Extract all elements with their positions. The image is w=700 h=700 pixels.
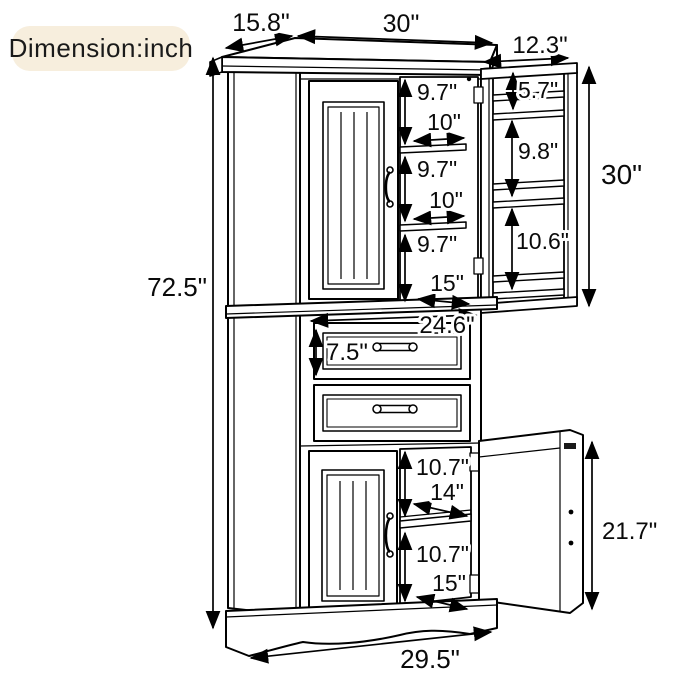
dim-top-width: 30"	[383, 10, 420, 38]
upper-left-door	[308, 80, 399, 300]
door-rail	[492, 179, 565, 191]
unit-badge: Dimension:inch	[9, 26, 193, 71]
dim-upper-gap-2: 9.7"	[417, 156, 457, 182]
drawer-1-handle	[372, 342, 418, 352]
left-side-panel	[227, 63, 301, 617]
dim-upper-door-width: 12.3"	[512, 32, 567, 59]
dim-line-upper-shelf-width-2	[412, 209, 466, 226]
dim-lower-shelf-width: 14"	[430, 479, 464, 505]
dim-base-width: 29.5"	[400, 644, 460, 674]
upper-left-door-handle	[384, 166, 394, 208]
upper-opening-cavity	[399, 76, 479, 305]
dim-upper-door-height: 30"	[601, 159, 642, 190]
dim-lower-door-height: 21.7"	[602, 518, 657, 545]
drawer-2-handle	[372, 404, 418, 414]
dim-lower-gap-1: 10.7"	[416, 454, 469, 480]
dim-top-depth: 15.8"	[232, 9, 290, 37]
dim-upper-gap-3: 9.7"	[417, 231, 457, 257]
dim-line-lower-bottom-width	[415, 593, 469, 613]
upper-open-door-right-stile	[563, 71, 578, 307]
drawer-section	[313, 322, 471, 442]
dim-upper-door-mid-gap: 9.8"	[518, 138, 558, 164]
upper-open-door-left-stile	[480, 67, 494, 313]
dim-line-upper-bottom-width	[416, 293, 471, 310]
hinge	[473, 86, 484, 104]
crown-left-step	[209, 56, 223, 77]
unit-badge-label: Dimension:inch	[8, 33, 194, 63]
lower-open-door	[478, 429, 584, 614]
hinge	[473, 257, 484, 275]
dim-drawer-height: 7.5"	[326, 339, 368, 366]
door-rail	[492, 197, 565, 209]
dim-line-upper-door-width	[482, 51, 570, 69]
lower-open-door-panel	[478, 429, 584, 614]
dim-lower-bottom-width: 15"	[432, 570, 466, 596]
lower-left-door-handle	[384, 512, 394, 558]
door-rail	[492, 109, 565, 121]
dim-line-lower-shelf-width	[412, 500, 469, 520]
dimension-labels: 72.5" 15.8" 30" 12.3" 5.7" 9.8" 10.6" 30…	[144, 6, 660, 677]
lower-opening	[399, 446, 482, 606]
dim-lower-gap-2: 10.7"	[416, 541, 469, 567]
dim-upper-door-bottom-gap: 10.6"	[516, 228, 569, 254]
crown-lip-line	[221, 65, 491, 71]
dim-line-top-width	[296, 29, 494, 50]
door-bumper-dot	[466, 76, 472, 82]
dim-overall-height: 72.5"	[147, 272, 207, 302]
door-rail	[492, 288, 565, 300]
dim-upper-shelf-width-1: 10"	[427, 109, 461, 135]
dim-line-drawer-width	[309, 308, 478, 328]
dim-line-top-depth	[224, 31, 294, 53]
shelf-pin-dot	[568, 509, 574, 515]
dim-line-base-width	[249, 626, 493, 664]
dim-upper-door-top-gap: 5.7"	[518, 77, 558, 103]
dim-drawer-width: 24.6"	[419, 312, 474, 339]
mid-rail	[299, 442, 482, 447]
door-catch-slot	[564, 443, 576, 449]
dim-upper-shelf-width-2: 10"	[429, 187, 463, 213]
door-bumper-dot	[415, 84, 421, 90]
shelf-pin-dot	[568, 540, 574, 546]
cabinet-drawing	[209, 37, 584, 657]
door-rail-line	[478, 447, 561, 458]
dim-upper-gap-1: 9.7"	[417, 79, 457, 105]
dim-upper-bottom-width: 15"	[430, 270, 464, 296]
door-rail	[492, 271, 565, 283]
dim-line-upper-shelf-width-1	[412, 131, 466, 148]
upper-opening	[399, 76, 479, 305]
lower-left-door	[308, 450, 398, 614]
dimension-lines	[205, 29, 600, 664]
